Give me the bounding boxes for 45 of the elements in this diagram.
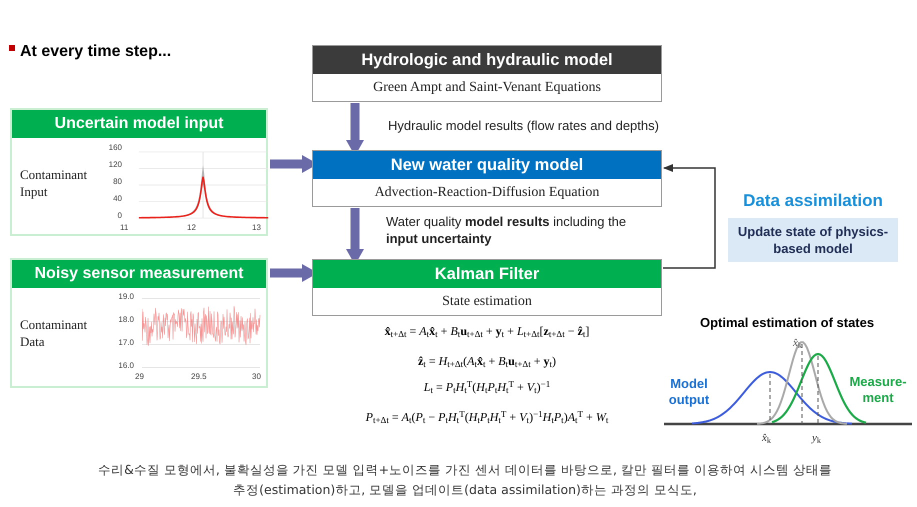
tick-label: 29.5: [191, 371, 207, 383]
model-subtitle: Green Ampt and Saint-Venant Equations: [372, 79, 602, 97]
equation: ẑ$_{t}$ = H$_{t+Δt}$(A$_{t}$x̂$_{t}$ + B$_{t}$u$_{t+Δt}$ + y$_{t}$): [416, 353, 558, 370]
tick-label: 160: [108, 142, 122, 154]
panel-title: Uncertain model input: [12, 110, 266, 138]
panel-title: Noisy sensor measurement: [12, 260, 266, 288]
model-title: Kalman Filter: [313, 260, 661, 288]
group-title: Data assimilation: [743, 190, 883, 212]
caption: 수리&수질 모형에서, 불확실성을 가진 모델 입력+노이즈를 가진 센서 데이터를 바탕으로, 칼만 필터를 이용하여 시스템 상태를 추정(estimation)하고, 모델을 업데이트(data assimilation)하는 과정의 모식도,: [97, 461, 833, 499]
panel-text: Contaminant Data: [20, 316, 88, 350]
plot-title: Optimal estimation of states: [700, 314, 874, 332]
model-title: New water quality model: [313, 151, 661, 179]
panel-text: Contaminant Input: [20, 166, 88, 200]
tick-label: 120: [108, 159, 122, 171]
model-title: Hydrologic and hydraulic model: [313, 46, 661, 74]
model-box: [312, 150, 662, 207]
model-box: [312, 45, 662, 102]
tick-label: 30: [252, 371, 261, 383]
equation: P$_{t+Δt}$ = A$_{t}$(P$_{t}$ − P$_{t}$H$_{t}$$^{T}$(H$_{t}$P$_{t}$H$_{t}$$^{T}$ + V$_{t}$)$^{−1}$H$_{t}$P$_{t}$)A$_{t}$$^{T}$ + W$_{t}$: [364, 408, 610, 426]
input-panel: [10, 258, 268, 388]
tick-label: 0: [116, 210, 122, 222]
axis-symbol: y$_{k}$: [812, 431, 822, 446]
tick-label: 12: [187, 222, 196, 234]
tick-label: 16.0: [117, 360, 134, 372]
model-subtitle: Advection-Reaction-Diffusion Equation: [374, 184, 600, 202]
tick-label: 40: [112, 193, 122, 205]
feedback-arrow: [663, 164, 716, 269]
equation: L$_{t}$ = P$_{t}$H$_{t}$$^{T}$(H$_{t}$P$_{t}$H$_{t}$$^{T}$ + V$_{t}$)$^{−1}$: [422, 378, 552, 396]
input-panel: [10, 108, 268, 236]
axis-symbol: x̂$_{k}$: [762, 431, 772, 446]
tick-label: 80: [112, 176, 122, 188]
tick-label: 13: [252, 222, 261, 234]
equation: x̂$_{t+Δt}$ = A$_{t}$x̂$_{t}$ + B$_{t}$u$_{t+Δt}$ + y$_{t}$ + L$_{t+Δt}$[z$_{t+Δt}$ − ẑ$_{t}$]: [384, 323, 590, 340]
model-box: [312, 259, 662, 316]
tick-label: 29: [135, 371, 144, 383]
tick-label: 17.0: [117, 337, 134, 349]
tick-label: 18.0: [117, 314, 134, 326]
curve-label: Measure-ment: [848, 374, 908, 406]
tick-label: 19.0: [117, 291, 134, 303]
axis-symbol: x̂$_{k}$: [793, 336, 802, 352]
model-subtitle: State estimation: [441, 293, 533, 311]
update-box: Update state of physics-based model: [728, 218, 898, 262]
tick-label: 11: [120, 222, 128, 234]
heading: At every time step...: [20, 42, 172, 62]
curve-label: Model output: [668, 376, 710, 408]
